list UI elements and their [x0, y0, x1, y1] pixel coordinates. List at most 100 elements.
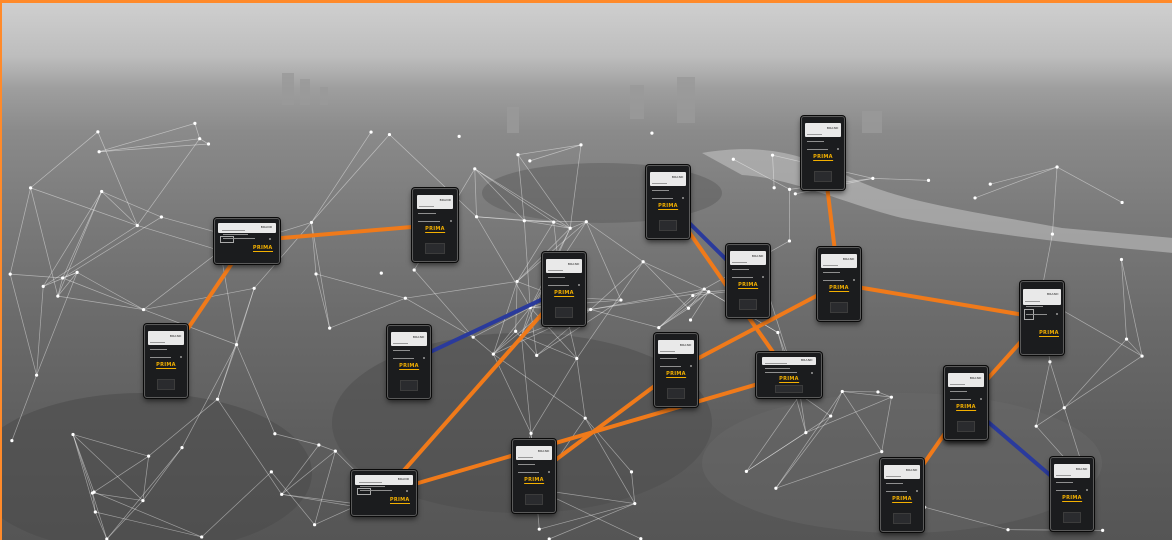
- mesh-line: [99, 138, 200, 153]
- mesh-node: [474, 215, 479, 219]
- device-button[interactable]: [738, 299, 758, 310]
- device-logo: PRIMA: [892, 496, 912, 503]
- mesh-line: [553, 221, 571, 229]
- mesh-node: [633, 501, 637, 506]
- mesh-line: [474, 168, 477, 217]
- mesh-line: [842, 391, 892, 398]
- device-screen: BRAND: [948, 372, 984, 388]
- mesh-node: [535, 353, 539, 358]
- info-line: [1026, 306, 1043, 308]
- mesh-line: [924, 506, 1009, 531]
- terminal-device[interactable]: BRAND PRIMA: [880, 458, 924, 532]
- info-line: [548, 277, 565, 279]
- mesh-node: [770, 153, 775, 157]
- mesh-line: [473, 307, 531, 338]
- mesh-line: [389, 134, 477, 218]
- device-button[interactable]: [425, 243, 445, 254]
- mesh-line: [1126, 338, 1143, 357]
- mesh-line: [76, 272, 144, 310]
- device-button[interactable]: [829, 302, 849, 313]
- mesh-line: [142, 447, 183, 501]
- mesh-node: [1050, 232, 1055, 236]
- device-screen: BRAND: [884, 464, 920, 480]
- mesh-line: [315, 273, 406, 299]
- mesh-node: [1006, 528, 1010, 532]
- mesh-line: [99, 143, 209, 153]
- device-button[interactable]: [1062, 512, 1082, 523]
- info-line: [823, 272, 840, 274]
- device-logo: PRIMA: [658, 203, 678, 210]
- mesh-node: [100, 189, 104, 194]
- device-button[interactable]: [774, 385, 804, 393]
- device-button[interactable]: [666, 388, 686, 399]
- device-button[interactable]: [524, 494, 544, 505]
- mesh-node: [516, 153, 520, 157]
- mesh-line: [10, 273, 63, 279]
- mesh-node: [552, 220, 556, 224]
- mesh-line: [805, 396, 892, 433]
- mesh-node: [1055, 165, 1059, 169]
- device-button[interactable]: [554, 307, 574, 318]
- indicator-dot: [577, 283, 580, 286]
- mesh-node: [314, 272, 318, 276]
- indicator-dot: [1055, 312, 1058, 315]
- mesh-node: [1034, 424, 1038, 428]
- mesh-line: [474, 168, 571, 229]
- mesh-line: [201, 471, 272, 538]
- mesh-node: [584, 220, 588, 224]
- indicator-dot: [547, 470, 550, 473]
- device-button[interactable]: [658, 220, 678, 231]
- mesh-node: [829, 414, 833, 418]
- mesh-node: [28, 186, 33, 190]
- info-line: [418, 213, 436, 215]
- mesh-line: [472, 336, 494, 355]
- device-brand: BRAND: [169, 333, 182, 338]
- device-button[interactable]: [156, 379, 176, 390]
- mesh-line: [775, 415, 831, 489]
- mesh-line: [62, 272, 78, 279]
- device-logo: PRIMA: [554, 290, 574, 297]
- mesh-node: [1119, 257, 1124, 262]
- info-line: [518, 471, 540, 473]
- mesh-line: [199, 138, 209, 145]
- screen-bar: [548, 269, 563, 271]
- indicator-dot: [915, 489, 918, 492]
- mesh-node: [568, 226, 572, 230]
- mesh-line: [42, 191, 102, 287]
- device-button[interactable]: [813, 171, 833, 182]
- device-button[interactable]: [892, 513, 912, 524]
- mesh-node: [688, 318, 693, 322]
- mesh-node: [379, 271, 383, 275]
- mesh-node: [96, 130, 100, 134]
- mesh-line: [515, 281, 518, 332]
- mesh-line: [181, 344, 237, 448]
- mesh-line: [9, 274, 37, 376]
- mesh-line: [830, 391, 843, 417]
- mesh-line: [521, 335, 577, 359]
- mesh-line: [143, 250, 221, 310]
- device-button[interactable]: [399, 380, 419, 391]
- screen-bar: [518, 456, 533, 458]
- mesh-line: [584, 417, 632, 473]
- mesh-node: [193, 121, 197, 125]
- mesh-line: [95, 511, 108, 540]
- screen-image-icon: [1024, 309, 1034, 320]
- device-brand: BRAND: [537, 448, 550, 453]
- device-button[interactable]: [956, 421, 976, 432]
